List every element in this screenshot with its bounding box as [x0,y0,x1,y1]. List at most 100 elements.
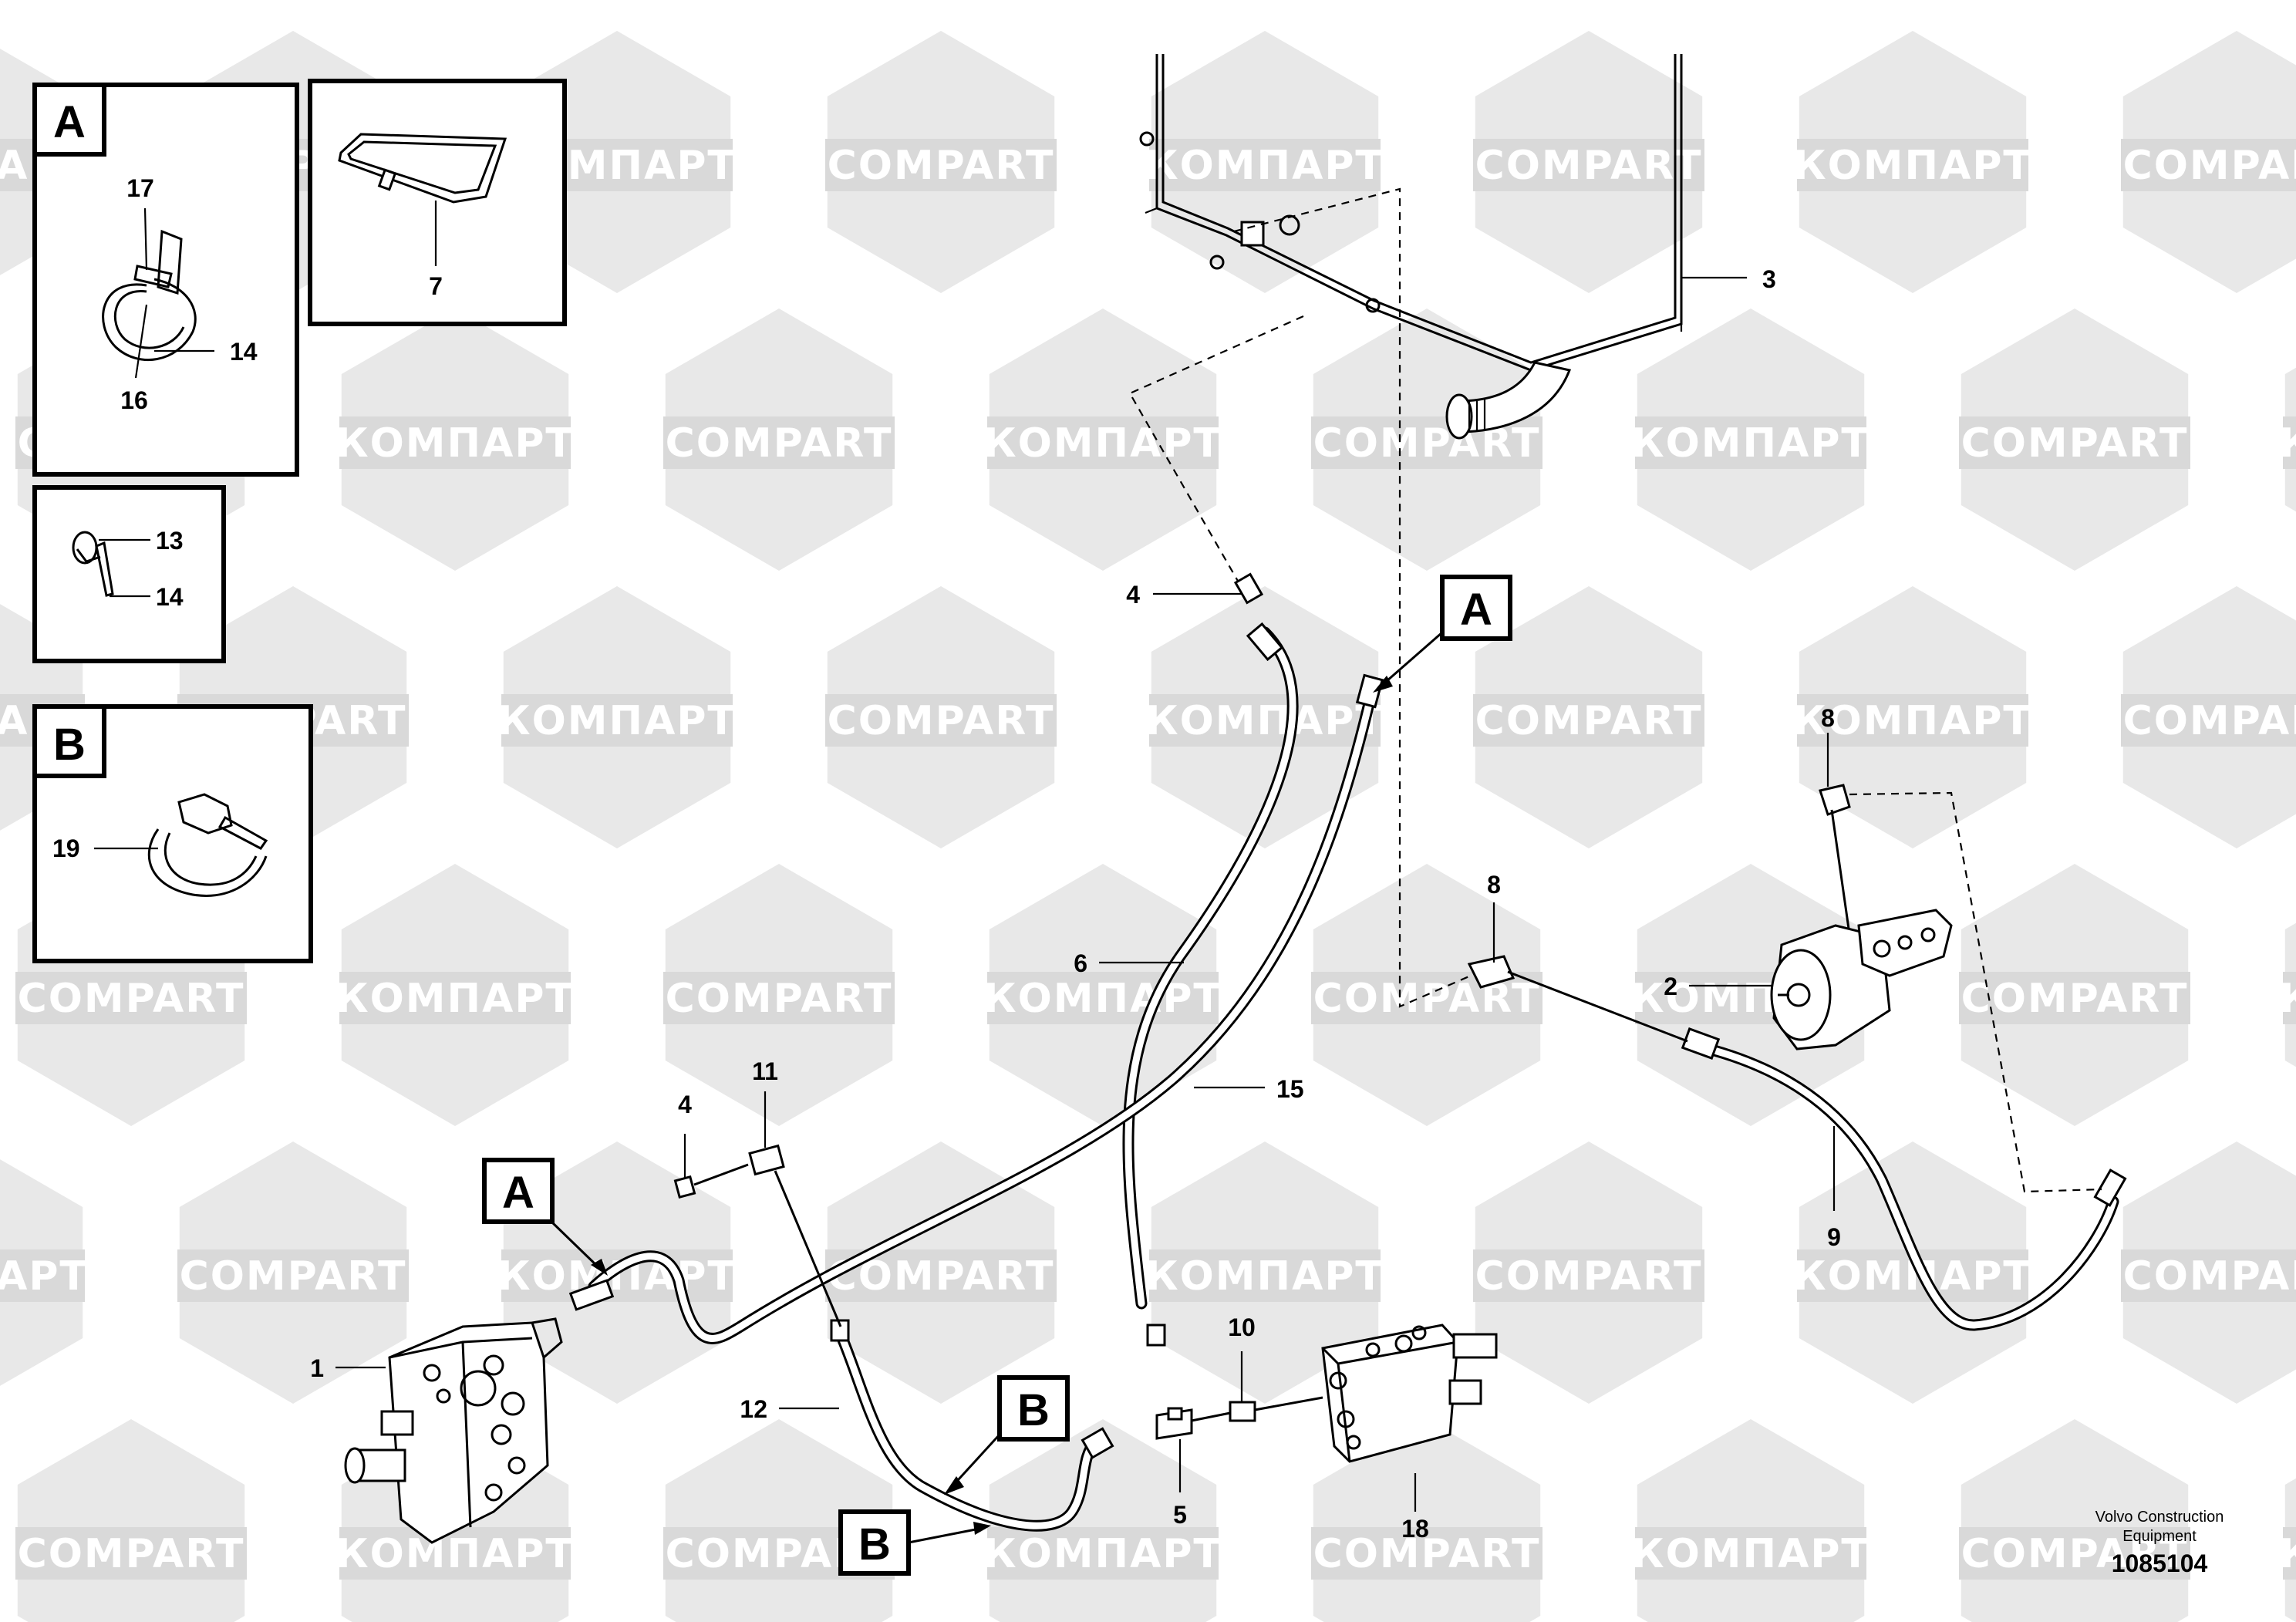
callout-11: 11 [752,1057,778,1085]
watermark-band [825,139,1057,191]
detail-box-7: 7 [308,79,567,326]
leader-dashed [1233,187,1489,1008]
watermark-band [663,416,895,469]
callout-9: 9 [1827,1223,1841,1251]
watermark-hexagon [17,1419,245,1622]
watermark-band [1473,139,1704,191]
watermark-text: COMPART [828,143,1055,189]
watermark-band [987,416,1219,469]
watermark-band [1959,1527,2190,1580]
watermark-text: КОМПАРТ [0,1253,89,1300]
detail-box-13: 13 14 [32,485,226,663]
hydraulic-pump [1770,909,1953,1050]
watermark-band [1797,694,2028,747]
watermark-band [987,1527,1219,1580]
clamp-strap-icon [102,207,214,379]
watermark-band [2121,1249,2296,1302]
watermark-text: КОМПАРТ [2279,1531,2296,1577]
watermark-hexagon [1637,1419,1865,1622]
valve-block [1321,1324,1498,1463]
watermark-text: COMPART [1313,1531,1541,1577]
callout-6: 6 [1074,949,1087,977]
watermark-text: КОМПАРТ [983,1531,1222,1577]
callout-15: 15 [1276,1075,1304,1103]
watermark-text: КОМПАРТ [1145,1253,1384,1300]
watermark-text: КОМПАРТ [1145,698,1384,744]
watermark-text: КОМПАРТ [983,420,1222,467]
watermark-text: КОМПАРТ [335,420,575,467]
watermark-text: COMPART [1313,420,1541,467]
footer-maker-2: Equipment [2122,1528,2197,1545]
watermark-text: КОМПАРТ [497,1253,737,1300]
callout-13: 13 [156,527,184,555]
watermark-text: COMPART [2123,698,2296,744]
svg-text:A: A [502,1168,534,1218]
strap-clamp-icon [147,793,268,897]
watermark-text: COMPART [828,698,1055,744]
watermark-text: КОМПАРТ [1631,420,1870,467]
watermark-text: COMPART [2123,143,2296,189]
watermark-text: КОМПАРТ [1631,1531,1870,1577]
watermark-band [663,972,895,1024]
watermark-text: COMPART [1961,976,2189,1022]
callout-17: 17 [126,174,154,202]
callout-14b: 14 [156,583,184,611]
watermark-band [1149,139,1381,191]
svg-text:B: B [1017,1385,1050,1435]
watermark-text: COMPART [18,976,245,1022]
watermark-band [1959,416,2190,469]
watermark-band [987,972,1219,1024]
watermark-text: COMPART [1313,976,1541,1022]
cable-tie-icon [72,531,114,597]
watermark-band [2121,694,2296,747]
watermark-text: COMPART [1961,420,2189,467]
watermark-band [1149,1249,1381,1302]
watermark-band [501,1249,733,1302]
hoses [588,626,2119,1532]
leader-dashed [1849,791,2102,1193]
watermark-text: КОМПАРТ [1145,143,1384,189]
watermark-text: COMPART [1961,1531,2189,1577]
detail-box-a-letter: A [53,97,86,147]
ref-marker-b-upper: B [944,1375,1070,1495]
watermark-band [1149,694,1381,747]
gasket-ring-icon [338,133,507,204]
watermark-band [2283,972,2296,1024]
watermark-band [2283,1527,2296,1580]
watermark-text: КОМПАРТ [335,976,575,1022]
hydraulic-tank [1139,54,1747,440]
callout-19: 19 [52,835,80,862]
watermark-text: КОМПАРТ [1793,143,2032,189]
detail-box-a: A 17 14 16 [32,83,299,477]
watermark-band [177,1249,409,1302]
callout-7: 7 [429,272,443,300]
callout-12: 12 [740,1395,767,1423]
callout-3: 3 [1762,265,1776,293]
callout-8a: 8 [1821,704,1835,732]
watermark-text: КОМПАРТ [1793,698,2032,744]
ref-marker-a-upper: A [1373,575,1512,693]
watermark-band [1311,1527,1542,1580]
watermark-text: COMPART [1475,143,1703,189]
watermark-band [15,972,247,1024]
watermark-text: COMPART [180,1253,407,1300]
ref-marker-b-lower: B [838,1509,991,1576]
watermark-band [1797,139,2028,191]
watermark-band [0,1249,85,1302]
watermark-text: КОМПАРТ [497,698,737,744]
watermark-text: COMPART [666,420,893,467]
watermark-text: КОМПАРТ [983,976,1222,1022]
watermark-band [501,694,733,747]
callout-8b: 8 [1487,871,1501,899]
callout-2: 2 [1664,973,1677,1000]
watermark-band [825,694,1057,747]
watermark-band [1959,972,2190,1024]
footer-maker: Volvo Construction [2095,1509,2224,1526]
watermark-band [1473,694,1704,747]
callout-1: 1 [310,1354,324,1382]
watermark-text: COMPART [18,1531,245,1577]
watermark-band [1473,1249,1704,1302]
detail-box-b: B 19 [32,704,313,963]
watermark-text: КОМПАРТ [335,1531,575,1577]
